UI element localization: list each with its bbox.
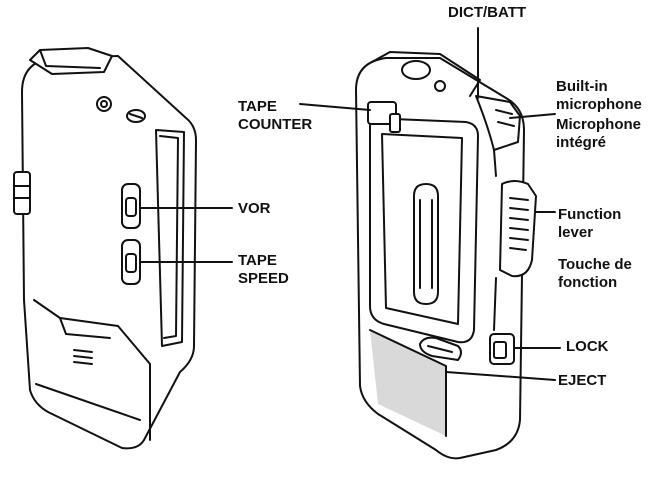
label-tape-speed: TAPE SPEED — [238, 252, 289, 288]
label-function-lever-line1: Function — [558, 206, 622, 223]
label-built-in-microphone: Built-in microphone — [556, 78, 642, 114]
label-microphone-integre: Microphone intégré — [556, 116, 641, 152]
label-function-lever: Function lever — [558, 206, 621, 242]
label-eject: EJECT — [558, 372, 607, 389]
label-tape-counter-line2: COUNTER — [238, 116, 313, 133]
leader-lines — [139, 27, 561, 381]
left-recorder-body — [13, 47, 197, 450]
right-recorder-body — [355, 51, 537, 460]
label-tape-speed-line2: SPEED — [238, 270, 289, 287]
label-touche-line1: Touche de — [558, 256, 632, 273]
label-built-in-line1: Built-in — [556, 78, 608, 95]
label-function-lever-line2: lever — [558, 224, 594, 241]
label-dict-batt: DICT/BATT — [448, 4, 527, 21]
label-lock: LOCK — [566, 338, 609, 355]
label-tape-speed-line1: TAPE — [238, 252, 277, 269]
label-vor: VOR — [238, 200, 271, 217]
label-microphone-integre-line2: intégré — [556, 134, 607, 151]
label-touche-line2: fonction — [558, 274, 618, 291]
label-built-in-line2: microphone — [556, 96, 642, 113]
label-tape-counter-line1: TAPE — [238, 98, 277, 115]
label-touche-de-fonction: Touche de fonction — [558, 256, 632, 292]
label-microphone-integre-line1: Microphone — [556, 116, 641, 133]
label-tape-counter: TAPE COUNTER — [238, 98, 312, 134]
